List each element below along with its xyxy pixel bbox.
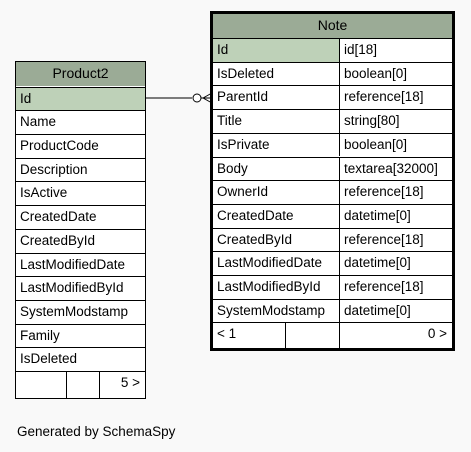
column-row[interactable]: SystemModstamp datetime[0] [213, 298, 452, 323]
column-name: IsDeleted [217, 65, 275, 81]
column-type: reference[18] [339, 86, 452, 110]
column-name: LastModifiedDate [217, 255, 323, 271]
column-name: ParentId [217, 89, 269, 105]
column-row[interactable]: Id id[18] [213, 38, 452, 62]
column-type: datetime[0] [339, 299, 452, 323]
column-row[interactable]: LastModifiedDate datetime[0] [213, 251, 452, 275]
column-row[interactable]: ParentId reference[18] [213, 85, 452, 110]
column-type: string[80] [339, 110, 452, 133]
column-name: CreatedDate [217, 207, 294, 223]
column-row[interactable]: OwnerId reference[18] [213, 180, 452, 204]
column-name: ProductCode [20, 138, 99, 153]
column-name: Id [213, 39, 339, 62]
column-name: Title [217, 113, 243, 129]
column-type: reference[18] [339, 228, 452, 252]
generated-by-credit: Generated by SchemaSpy [17, 424, 176, 439]
column-name: IsActive [20, 185, 68, 201]
table-product2-title[interactable]: Product2 [16, 62, 145, 86]
column-row[interactable]: IsActive [16, 181, 145, 205]
table-product2: Product2 Id Name ProductCode Description… [15, 61, 146, 399]
column-type: boolean[0] [339, 133, 452, 157]
column-name: LastModifiedDate [20, 256, 126, 272]
column-row[interactable]: IsDeleted [16, 347, 145, 371]
footer-cell [285, 323, 339, 348]
column-name: OwnerId [217, 184, 269, 200]
column-name: Family [20, 327, 60, 343]
crowfoot-many-icon [201, 92, 213, 104]
column-row[interactable]: CreatedDate datetime[0] [213, 203, 452, 228]
column-row[interactable]: IsPrivate boolean[0] [213, 132, 452, 157]
table-note-title[interactable]: Note [213, 14, 452, 38]
column-row[interactable]: Name [16, 110, 145, 134]
column-row[interactable]: Body textarea[32000] [213, 156, 452, 181]
column-row[interactable]: Family [16, 323, 145, 348]
column-type: textarea[32000] [339, 157, 452, 181]
related-count-right[interactable]: 0 > [339, 323, 452, 348]
column-name: Id [20, 90, 32, 106]
column-type: id[18] [339, 39, 452, 62]
column-name: SystemModstamp [217, 302, 326, 318]
column-name: CreatedById [217, 231, 293, 247]
column-name: Body [217, 160, 248, 176]
column-row[interactable]: Id [16, 86, 145, 111]
column-name: SystemModstamp [20, 303, 129, 319]
column-name: IsDeleted [20, 351, 78, 367]
footer-cell [66, 372, 99, 398]
related-count[interactable]: 5 > [99, 372, 145, 398]
column-type: reference[18] [339, 181, 452, 204]
related-count-left[interactable]: < 1 [217, 326, 237, 342]
column-row[interactable]: LastModifiedById [16, 276, 145, 300]
optional-circle-icon [192, 93, 202, 103]
table-footer: 5 > [16, 371, 145, 398]
column-row[interactable]: SystemModstamp [16, 299, 145, 324]
column-name: IsPrivate [217, 136, 270, 152]
column-row[interactable]: CreatedById [16, 228, 145, 253]
column-row[interactable]: IsDeleted boolean[0] [213, 61, 452, 86]
column-type: datetime[0] [339, 204, 452, 228]
column-name: LastModifiedById [217, 279, 321, 294]
column-row[interactable]: Title string[80] [213, 109, 452, 133]
column-row[interactable]: ProductCode [16, 134, 145, 158]
column-type: boolean[0] [339, 62, 452, 86]
table-note: Note Id id[18] IsDeleted boolean[0] Pare… [210, 11, 455, 351]
column-row[interactable]: LastModifiedDate [16, 252, 145, 277]
column-name: Description [20, 161, 88, 177]
table-footer: < 1 0 > [213, 322, 452, 348]
column-type: datetime[0] [339, 252, 452, 275]
column-row[interactable]: CreatedById reference[18] [213, 227, 452, 252]
column-row[interactable]: Description [16, 157, 145, 182]
column-name: Name [20, 114, 57, 130]
column-type: reference[18] [339, 276, 452, 299]
column-name: LastModifiedById [20, 280, 124, 296]
column-name: CreatedDate [20, 209, 97, 225]
column-row[interactable]: CreatedDate [16, 205, 145, 229]
column-name: CreatedById [20, 232, 96, 248]
column-row[interactable]: LastModifiedById reference[18] [213, 275, 452, 299]
